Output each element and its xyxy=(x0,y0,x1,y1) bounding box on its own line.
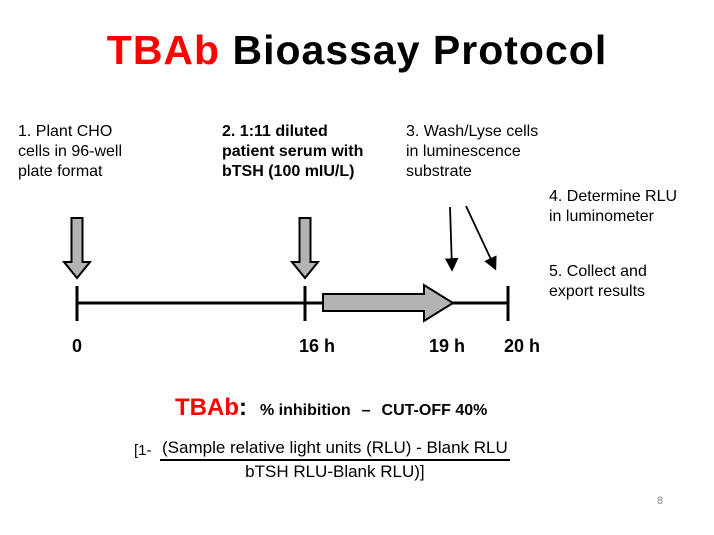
time-label-16h: 16 h xyxy=(298,336,336,356)
thin-arrow-down xyxy=(444,206,459,272)
formula-name: TBAb xyxy=(175,394,239,421)
formula-colon: : xyxy=(238,394,247,421)
time-label-20h: 20 h xyxy=(503,336,541,356)
step-1-plant-cells: 1. Plant CHO cells in 96-well plate form… xyxy=(18,123,123,180)
page-title: TBAb Bioassay Protocol xyxy=(0,26,714,74)
step-2-patient-serum: 2. 1:11 diluted patient serum with bTSH … xyxy=(222,123,364,180)
page-number: 8 xyxy=(657,495,664,507)
thin-arrow-diagonal xyxy=(465,205,497,271)
formula-numerator: (Sample relative light units (RLU) - Bla… xyxy=(160,438,510,461)
down-arrow-icon xyxy=(61,217,93,280)
inhibition-summary: TBAb: % inhibition–CUT-OFF 40% xyxy=(175,394,487,422)
formula-dash: – xyxy=(361,402,371,419)
step-4-determine-rlu: 4. Determine RLU in luminometer xyxy=(549,188,678,225)
down-arrow-icon xyxy=(289,217,321,280)
step-3-wash-lyse: 3. Wash/Lyse cells in luminescence subst… xyxy=(406,123,539,180)
right-block-arrow-icon xyxy=(322,283,455,323)
formula-denominator: bTSH RLU-Blank RLU)] xyxy=(245,462,425,481)
formula-bracket-prefix: [1- xyxy=(134,442,152,459)
formula-inhibition-label: % inhibition xyxy=(259,402,351,419)
formula-cutoff: CUT-OFF 40% xyxy=(381,402,488,419)
formula-fraction: (Sample relative light units (RLU) - Bla… xyxy=(160,438,510,482)
title-rest: Bioassay Protocol xyxy=(220,27,608,73)
title-highlight: TBAb xyxy=(106,27,221,73)
time-label-19h: 19 h xyxy=(428,336,466,356)
time-label-0: 0 xyxy=(71,336,83,356)
step-5-collect-results: 5. Collect and export results xyxy=(549,263,647,300)
